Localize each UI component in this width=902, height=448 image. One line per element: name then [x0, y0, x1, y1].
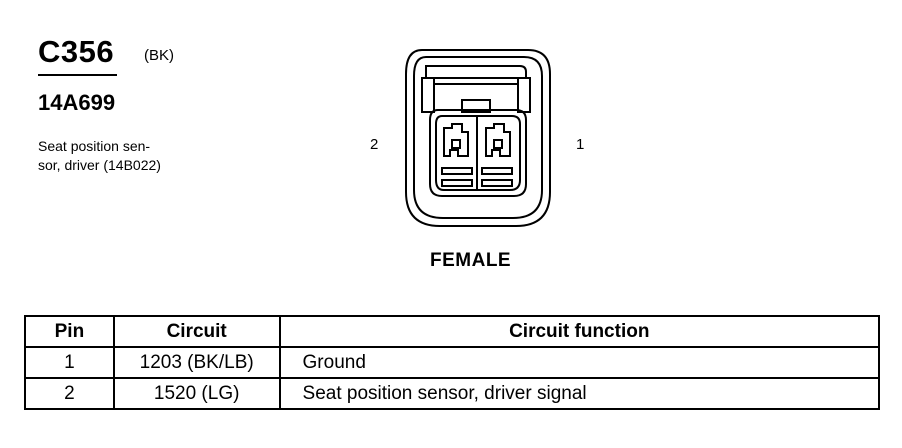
column-header-pin: Pin [24, 315, 115, 348]
part-number: 14A699 [38, 90, 116, 115]
connector-inner-shell [413, 56, 543, 219]
table-header-row: Pin Circuit Circuit function [24, 315, 881, 348]
cell-pin: 1 [24, 346, 115, 379]
connector-gender-label: FEMALE [430, 250, 512, 271]
connector-cavity-inner [435, 115, 521, 191]
pin-2-terminal-slot [451, 139, 461, 149]
connector-cavity-outline [429, 109, 527, 197]
pin-label-left: 2 [370, 136, 379, 153]
column-header-function: Circuit function [278, 315, 881, 348]
connector-face-diagram [405, 49, 551, 227]
pin-label-right: 1 [576, 136, 585, 153]
connector-description: Seat position sen- sor, driver (14B022) [38, 137, 198, 175]
connector-latch-shoulder [421, 77, 435, 113]
cell-circuit: 1520 (LG) [112, 377, 281, 410]
connector-latch-shoulder [517, 77, 531, 113]
column-header-circuit: Circuit [112, 315, 281, 348]
table-row: 1 1203 (BK/LB) Ground [24, 346, 881, 379]
table-row: 2 1520 (LG) Seat position sensor, driver… [24, 377, 881, 410]
cell-pin: 2 [24, 377, 115, 410]
connector-id: C356 [38, 34, 115, 69]
connector-lock-bar [441, 167, 473, 175]
cell-function: Seat position sensor, driver signal [278, 377, 881, 410]
description-line: sor, driver (14B022) [38, 157, 161, 173]
pin-2-terminal [443, 123, 469, 157]
connector-lock-bar [481, 167, 513, 175]
connector-id-underline [38, 74, 117, 76]
cell-circuit: 1203 (BK/LB) [112, 346, 281, 379]
connector-lock-bar [441, 179, 473, 187]
description-line: Seat position sen- [38, 138, 151, 154]
connector-lock-bar [481, 179, 513, 187]
connector-color: (BK) [144, 47, 174, 64]
pinout-table: Pin Circuit Circuit function 1 1203 (BK/… [24, 315, 881, 410]
pin-1-terminal [485, 123, 511, 157]
connector-outer-shell [405, 49, 551, 227]
connector-latch [425, 65, 527, 79]
cell-function: Ground [278, 346, 881, 379]
connector-latch-tab [461, 99, 491, 113]
pin-1-terminal-slot [493, 139, 503, 149]
